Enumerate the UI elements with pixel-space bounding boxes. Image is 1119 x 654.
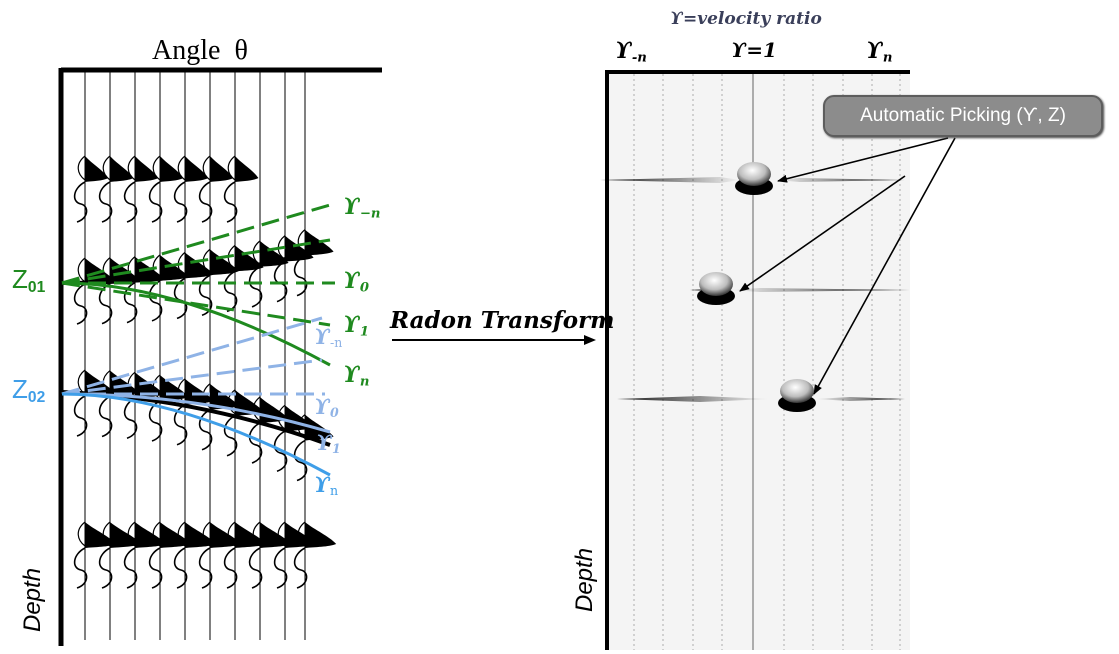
velocity-gridlines [633, 74, 901, 650]
peak-1 [735, 162, 773, 195]
semblance-smears [600, 177, 910, 402]
blue-gamma-1: ϒ1 [316, 430, 341, 457]
axis-gamma-minus-n: ϒ-n [615, 38, 647, 66]
wavelet [98, 370, 139, 438]
wavelet [198, 383, 239, 451]
semblance-peaks [697, 162, 816, 412]
angle-axis-label: Angle θ [152, 35, 248, 66]
right-axes [605, 70, 910, 650]
left-axes [58, 67, 382, 646]
wavelet [123, 521, 167, 589]
green-gamma-n: ϒn [343, 362, 370, 390]
peak-2 [697, 272, 735, 305]
wavelet [293, 521, 337, 589]
radon-arrow [392, 335, 596, 345]
picking-arrows [739, 137, 956, 395]
wavelet [148, 521, 192, 589]
blue-gamma-minus-n: ϒ-n [314, 324, 343, 351]
wavelet [173, 521, 217, 589]
blue-gamma-0: ϒ0 [314, 394, 339, 421]
wavelet [223, 521, 267, 589]
automatic-picking-label: Automatic Picking (ϒ, Z) [860, 105, 1066, 126]
right-depth-label: Depth [571, 547, 598, 612]
wavelet [73, 369, 114, 437]
axis-gamma-n: ϒn [866, 38, 893, 66]
green-velocity-fan [61, 203, 335, 367]
blue-gamma-n: ϒn [314, 472, 339, 499]
wavelet [73, 521, 117, 589]
wavelet [98, 521, 142, 589]
velocity-ratio-title: ϒ=velocity ratio [670, 9, 822, 29]
wavelet [198, 521, 242, 589]
z02-label: Z02 [12, 374, 46, 406]
green-gamma-minus-n: ϒ−n [343, 194, 381, 222]
green-gamma-1: ϒ1 [343, 312, 369, 340]
wavelet [73, 257, 114, 325]
green-gamma-0: ϒ0 [343, 268, 369, 296]
wavelet [123, 155, 159, 223]
wavelet [248, 521, 292, 589]
axis-gamma-one: ϒ=1 [731, 38, 777, 62]
peak-3 [778, 379, 816, 412]
seismic-wavelets [73, 155, 337, 589]
left-depth-label: Depth [19, 567, 46, 632]
radon-transform-label: Radon Transform [390, 307, 615, 334]
wavelet [223, 155, 259, 223]
wavelet [223, 389, 264, 457]
wavelet [73, 155, 109, 223]
wavelet [148, 155, 184, 223]
wavelet [198, 155, 234, 223]
blue-velocity-fan [61, 316, 331, 477]
wavelet [173, 155, 209, 223]
wavelet [98, 155, 134, 223]
automatic-picking-callout: Automatic Picking (ϒ, Z) [823, 95, 1103, 137]
z01-label: Z01 [12, 264, 46, 296]
